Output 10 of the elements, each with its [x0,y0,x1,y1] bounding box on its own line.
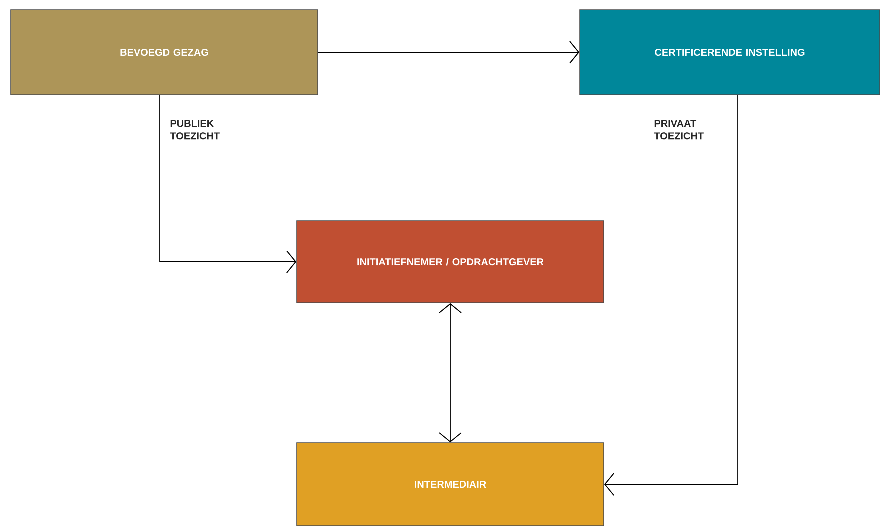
arrow [604,94,738,496]
edge-label: PUBLIEK TOEZICHT [170,120,220,140]
process-box: CERTIFICERENDE INSTELLING [580,10,880,96]
arrow [160,94,297,274]
process-box: INTERMEDIAIR [296,442,604,526]
arrow [439,303,462,443]
process-box: BEVOEGD GEZAG [10,10,318,96]
arrow [318,41,580,64]
edge-label: PRIVAAT TOEZICHT [654,120,704,140]
process-box: INITIATIEFNEMER / OPDRACHTGEVER [296,220,604,304]
